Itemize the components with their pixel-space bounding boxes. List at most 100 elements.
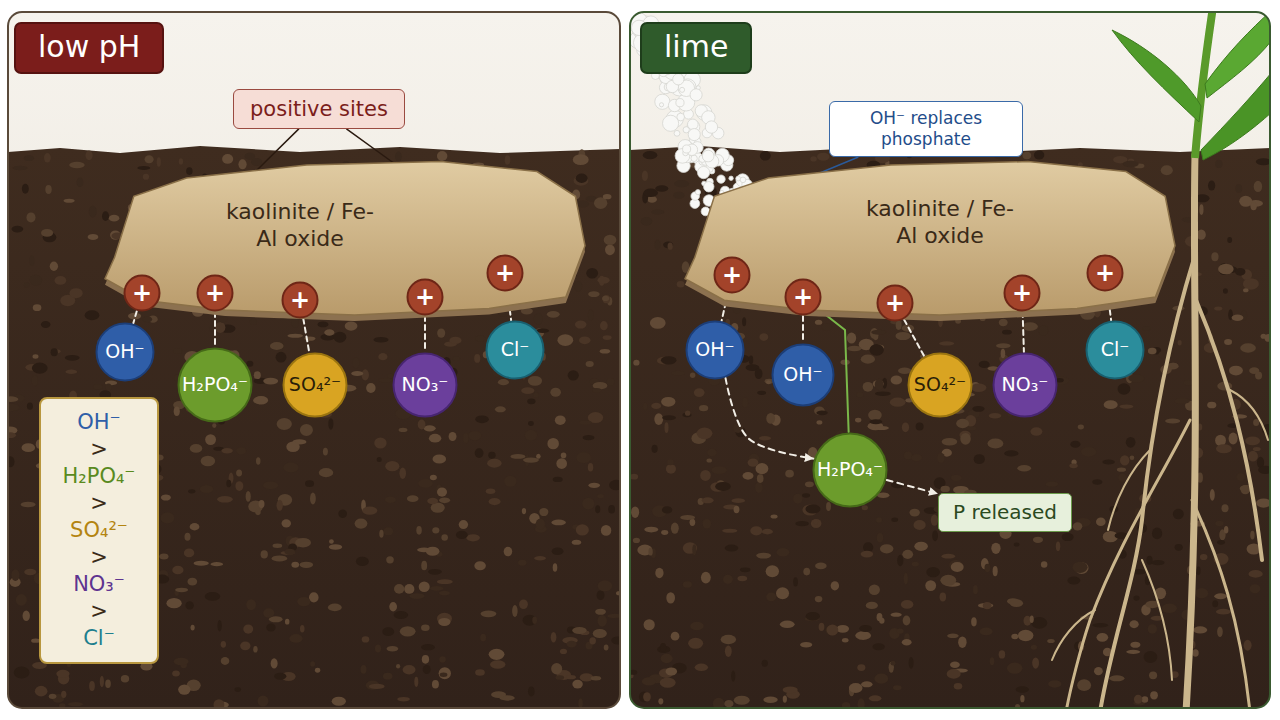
soil-crumb <box>1030 427 1042 436</box>
soil-crumb <box>305 480 314 487</box>
soil-crumb <box>439 591 450 596</box>
soil-crumb <box>568 370 579 380</box>
soil-crumb <box>423 665 431 674</box>
soil-crumb <box>32 375 38 386</box>
node-text: OH⁻ replaces phosphate <box>840 108 1012 151</box>
soil-crumb <box>366 383 375 393</box>
soil-crumb <box>190 444 203 453</box>
soil-crumb <box>695 664 708 672</box>
soil-crumb <box>271 658 278 668</box>
soil-crumb <box>1243 278 1259 290</box>
soil-crumb <box>429 434 441 443</box>
soil-crumb <box>432 527 439 533</box>
soil-crumb <box>536 519 545 530</box>
circle-outline <box>994 354 1057 417</box>
soil-crumb <box>1152 528 1162 540</box>
soil-crumb <box>416 526 421 535</box>
soil-crumb <box>1096 633 1108 642</box>
ion-label: Cl⁻ <box>501 339 530 361</box>
soil-crumb <box>572 627 586 634</box>
anion-ion: SO₄²⁻ <box>907 352 973 418</box>
soil-crumb <box>757 474 764 483</box>
soil-crumb <box>1216 444 1232 453</box>
soil-crumb <box>749 355 753 364</box>
soil-crumb <box>22 443 36 452</box>
soil-crumb <box>475 448 484 458</box>
soil-crumb <box>121 675 129 683</box>
soil-crumb <box>713 698 725 708</box>
soil-crumb <box>597 494 604 498</box>
soil-crumb <box>186 167 192 175</box>
soil-crumb <box>598 580 613 591</box>
soil-crumb <box>518 560 526 566</box>
soil-crumb <box>86 151 93 161</box>
soil-crumb <box>240 641 250 650</box>
soil-crumb <box>418 420 426 430</box>
soil-crumb <box>630 474 638 480</box>
soil-crumb <box>574 281 582 292</box>
soil-crumb <box>560 649 567 654</box>
soil-crumb <box>1045 481 1058 486</box>
soil-crumb <box>874 674 888 684</box>
ion-label: + <box>722 263 742 287</box>
soil-crumb <box>157 157 161 166</box>
soil-crumb <box>701 572 711 584</box>
soil-crumb <box>972 406 984 412</box>
soil-crumb <box>270 342 284 350</box>
soil-crumb <box>315 668 320 673</box>
soil-crumb <box>1130 620 1139 628</box>
soil-crumb <box>277 500 283 511</box>
leaf <box>1201 72 1270 160</box>
soil-crumb <box>65 355 80 361</box>
soil-crumb <box>662 506 672 513</box>
node-text: SO₄²⁻ <box>63 517 136 544</box>
soil-crumb <box>1020 695 1024 702</box>
soil-crumb <box>925 580 936 591</box>
soil-crumb <box>950 662 960 669</box>
soil-crumb <box>362 507 377 515</box>
soil-crumb <box>382 627 394 636</box>
soil-crumb <box>777 548 790 557</box>
soil-crumb <box>793 494 803 504</box>
soil-crumb <box>874 426 888 430</box>
soil-crumb <box>956 419 969 428</box>
anion-ion: H₂PO₄⁻ <box>177 347 253 423</box>
ion-label: + <box>1012 281 1032 305</box>
soil-crumb <box>821 323 832 331</box>
soil-crumb <box>815 596 823 602</box>
soil-crumb <box>194 561 209 566</box>
soil-crumb <box>102 211 109 221</box>
soil-crumb <box>61 691 66 698</box>
soil-crumb <box>459 520 468 529</box>
soil-crumb <box>243 624 253 633</box>
soil-crumb <box>989 413 1002 418</box>
soil-crumb <box>319 468 333 477</box>
soil-crumb <box>1148 348 1157 355</box>
node-text: kaolinite / Fe-Al oxide <box>860 195 1020 249</box>
soil-crumb <box>254 371 261 379</box>
soil-crumb <box>184 549 194 558</box>
soil-crumb <box>654 413 663 425</box>
soil-crumb <box>738 576 748 581</box>
soil-crumb <box>700 470 711 481</box>
soil-crumb <box>1149 671 1157 679</box>
soil-crumb <box>1224 339 1232 345</box>
soil-crumb <box>876 517 882 522</box>
soil-crumb <box>12 226 24 233</box>
soil-crumb <box>603 194 612 199</box>
soil-crumb <box>430 586 443 591</box>
soil-crumb <box>1255 371 1262 379</box>
soil-crumb <box>283 463 298 473</box>
lime-grain <box>704 182 714 192</box>
soil-crumb <box>597 590 605 600</box>
soil-crumb <box>200 485 213 493</box>
soil-crumb <box>440 673 448 677</box>
soil-crumb <box>379 530 383 538</box>
soil-crumb <box>911 454 922 461</box>
soil-crumb <box>973 585 978 594</box>
soil-crumb <box>690 373 695 378</box>
lime-grain <box>691 155 697 161</box>
soil-crumb <box>277 418 292 430</box>
soil-crumb <box>1197 230 1206 240</box>
soil-crumb <box>592 388 601 393</box>
